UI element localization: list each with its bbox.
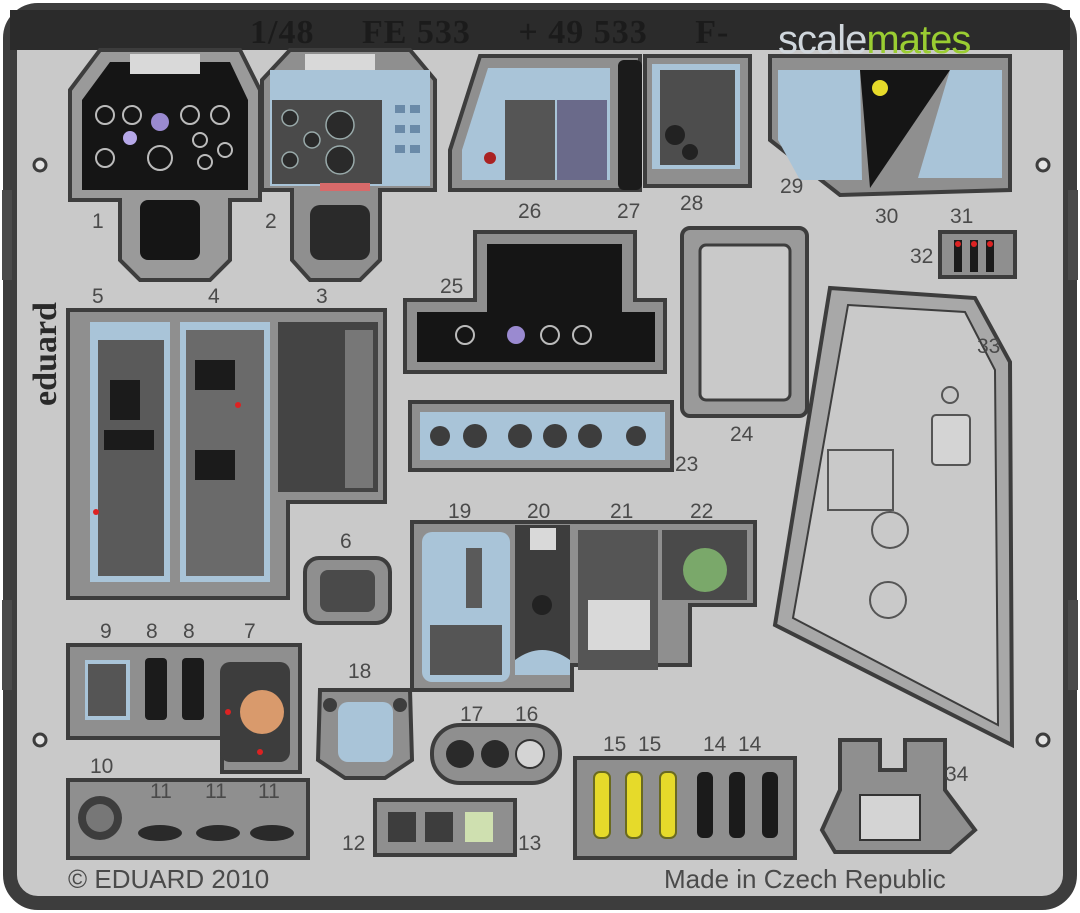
part-number-14a: 14 xyxy=(703,733,727,756)
part-number-24: 24 xyxy=(730,423,754,446)
mounting-holes xyxy=(32,157,1051,748)
part-number-32: 32 xyxy=(910,245,934,268)
watermark-part1: scale xyxy=(778,18,867,62)
product-code-3: F- xyxy=(695,14,730,51)
part-number-23: 23 xyxy=(675,453,699,476)
part-3-5-consoles xyxy=(66,308,387,600)
part-number-16: 16 xyxy=(515,703,539,726)
part-number-22: 22 xyxy=(690,500,714,523)
part-1-instrument-panel xyxy=(68,48,262,282)
part-number-6: 6 xyxy=(340,530,352,553)
part-number-3: 3 xyxy=(316,285,328,308)
part-31-32-switches xyxy=(938,230,1017,279)
fret-tabs xyxy=(2,190,1078,690)
product-code-1: FE 533 xyxy=(361,14,471,51)
part-number-10: 10 xyxy=(90,755,114,778)
part-number-19: 19 xyxy=(448,500,472,523)
part-number-18: 18 xyxy=(348,660,372,683)
scale-label: 1/48 xyxy=(250,14,315,51)
part-7-9-panel xyxy=(66,643,302,774)
part-2-instrument-panel xyxy=(260,48,437,282)
part-number-30: 30 xyxy=(875,205,899,228)
part-number-8a: 8 xyxy=(146,620,158,643)
part-18-bracket xyxy=(315,688,415,780)
part-14-15-levers xyxy=(573,756,797,860)
part-number-25: 25 xyxy=(440,275,464,298)
header-band xyxy=(10,10,1070,50)
part-number-2: 2 xyxy=(265,210,277,233)
part-number-27: 27 xyxy=(617,200,641,223)
part-10-11-panel xyxy=(66,778,310,860)
part-34-bracket xyxy=(819,738,978,854)
part-number-13: 13 xyxy=(518,832,542,855)
part-number-9: 9 xyxy=(100,620,112,643)
part-24-frame xyxy=(680,226,809,418)
part-number-34: 34 xyxy=(945,763,969,786)
part-6-bracket xyxy=(303,556,392,625)
part-25-panel xyxy=(403,230,667,374)
part-number-17: 17 xyxy=(460,703,484,726)
part-16-17-dials xyxy=(430,723,562,785)
part-number-21: 21 xyxy=(610,500,634,523)
part-27-strip xyxy=(618,60,642,190)
part-number-33: 33 xyxy=(977,335,1001,358)
part-number-14b: 14 xyxy=(738,733,762,756)
part-19-22-panel xyxy=(410,520,757,692)
part-number-7: 7 xyxy=(244,620,256,643)
part-number-4: 4 xyxy=(208,285,220,308)
watermark: scalemates xyxy=(778,18,971,63)
watermark-part2: mates xyxy=(866,18,971,62)
fret-header: 1/48 FE 533 + 49 533 F- xyxy=(250,14,767,52)
part-number-31: 31 xyxy=(950,205,974,228)
part-12-13-panel xyxy=(373,798,517,857)
part-number-11a: 11 xyxy=(150,780,172,803)
brand-label: eduard xyxy=(26,302,64,406)
part-number-28: 28 xyxy=(680,192,704,215)
part-28-side-panel xyxy=(643,54,752,188)
origin-text: Made in Czech Republic xyxy=(664,864,946,894)
part-number-8b: 8 xyxy=(183,620,195,643)
part-number-11c: 11 xyxy=(258,780,280,803)
part-number-5: 5 xyxy=(92,285,104,308)
part-number-1: 1 xyxy=(92,210,104,233)
product-code-2: + 49 533 xyxy=(518,14,648,51)
part-number-15a: 15 xyxy=(603,733,627,756)
part-number-15b: 15 xyxy=(638,733,662,756)
part-29-30-consoles xyxy=(768,54,1012,198)
part-number-26: 26 xyxy=(518,200,542,223)
part-33-floor-panel xyxy=(772,285,1015,749)
part-number-29: 29 xyxy=(780,175,804,198)
part-number-20: 20 xyxy=(527,500,551,523)
part-26-side-panel xyxy=(448,54,642,192)
copyright-text: © EDUARD 2010 xyxy=(68,864,270,894)
part-number-11b: 11 xyxy=(205,780,227,803)
part-number-12: 12 xyxy=(342,832,366,855)
